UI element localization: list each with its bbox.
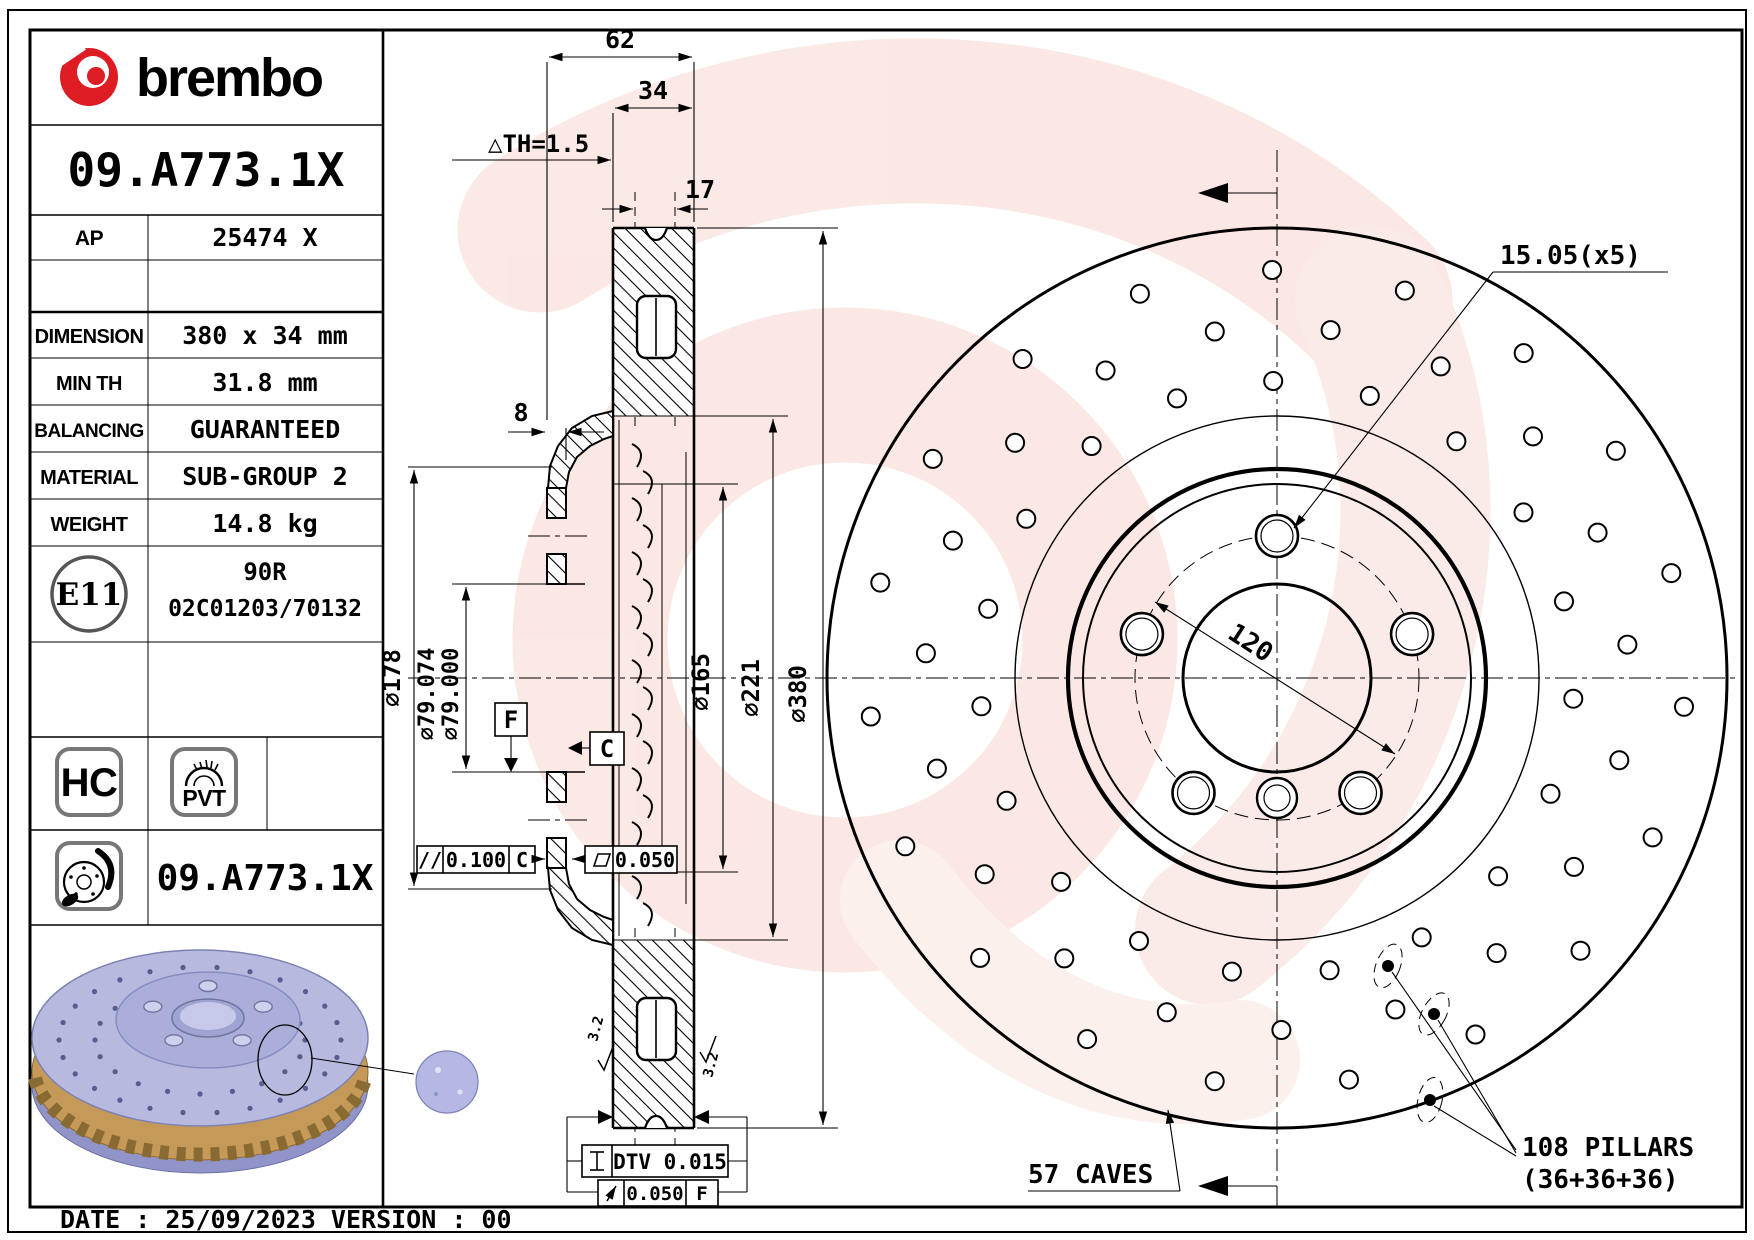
parallelism-datum: C xyxy=(516,848,528,872)
dtv-value: DTV 0.015 xyxy=(613,1150,727,1174)
dim-th-label: △TH=1.5 xyxy=(488,130,589,158)
drilled-holes xyxy=(860,260,1694,1092)
bolt-hole-dia-label: 15.05(x5) xyxy=(1500,241,1641,271)
pvt-badge-label: PVT xyxy=(182,785,226,811)
roughness-left-label: 3.2 xyxy=(585,1014,607,1043)
vane-edges xyxy=(631,443,653,927)
center-bore-inner-3d xyxy=(180,1002,236,1030)
pvt-badge: PVT xyxy=(170,747,238,817)
dtv-symbol-icon xyxy=(590,1151,604,1171)
dim-34-label: 34 xyxy=(638,76,668,105)
render-3d xyxy=(28,949,479,1174)
dia-dims: ∅178 ∅79.074 ∅79.000 ∅165 ∅221 ∅380 xyxy=(378,227,838,1129)
parallelism-frame: // 0.100 C xyxy=(416,845,545,874)
flatness-value: 0.050 xyxy=(615,848,675,872)
section-view: 62 34 △TH=1.5 17 8 ∅178 xyxy=(378,25,1738,1207)
row-dimension-label: DIMENSION xyxy=(35,326,144,348)
pillars-callout: 108 PILLARS (36+36+36) xyxy=(1373,943,1694,1195)
date-version-bar: DATE : 25/09/2023 VERSION : 00 xyxy=(60,1205,512,1234)
row-weight-value: 14.8 kg xyxy=(212,509,317,538)
homologation-line2: 02C01203/70132 xyxy=(168,596,362,622)
runout-datum: F xyxy=(696,1183,707,1205)
row-balancing-label: BALANCING xyxy=(34,421,144,442)
dia-178-label: ∅178 xyxy=(378,649,406,707)
outer-diameter-circle xyxy=(825,226,1729,1130)
row-dimension-value: 380 x 34 mm xyxy=(182,321,348,350)
braking-band-section xyxy=(611,226,696,1130)
datum-c: C xyxy=(568,731,625,766)
roughness-marks: 3.2 3.2 xyxy=(585,1014,722,1079)
datum-f: F xyxy=(494,702,528,772)
rotation-direction-arrow-top xyxy=(1198,183,1277,203)
dia-79-min-label: ∅79.000 xyxy=(439,648,464,741)
row-minth-value: 31.8 mm xyxy=(212,368,317,397)
brembo-logo: brembo xyxy=(52,41,324,108)
dtv-runout: DTV 0.015 0.050 F xyxy=(566,1110,748,1207)
row-ap-label: AP xyxy=(75,227,104,250)
front-view: 15.05(x5) 120 57 CAVES 108 PILLARS (36+3… xyxy=(825,150,1729,1206)
datum-c-label: C xyxy=(600,735,614,763)
bolt-circle xyxy=(1134,535,1420,821)
table-grid xyxy=(30,124,383,926)
vane-knobs xyxy=(28,1076,372,1162)
parallelism-symbol: // xyxy=(418,848,442,872)
rotation-direction-arrow-bottom xyxy=(1198,1176,1277,1196)
caves-label: 57 CAVES xyxy=(1028,1160,1153,1190)
caves-callout: 57 CAVES xyxy=(1028,1109,1181,1192)
hub-face-circle xyxy=(1082,483,1472,873)
dim-34: 34 xyxy=(612,76,692,222)
detail-leader xyxy=(310,1057,415,1075)
pvt-disc-icon xyxy=(184,759,224,787)
row-balancing-value: GUARANTEED xyxy=(190,415,341,444)
bolt-hole-dim: 15.05(x5) xyxy=(1293,241,1668,529)
row-material-value: SUB-GROUP 2 xyxy=(182,462,348,491)
row-material-label: MATERIAL xyxy=(40,467,138,489)
dim-17-label: 17 xyxy=(685,175,715,204)
dia-79-max-label: ∅79.074 xyxy=(415,648,440,741)
detail-circle xyxy=(257,1024,313,1096)
detail-ball xyxy=(415,1050,479,1114)
runout-symbol-icon xyxy=(605,1185,617,1202)
homologation-row: E11 90R 02C01203/70132 xyxy=(50,555,362,633)
hc-badge-label: HC xyxy=(61,761,118,805)
parallelism-value: 0.100 xyxy=(446,848,506,872)
spec-table: brembo 09.A773.1X AP 25474 X DIMENSION 3… xyxy=(30,30,385,1207)
part-number: 09.A773.1X xyxy=(68,143,345,197)
pillars-label-line1: 108 PILLARS xyxy=(1522,1133,1694,1163)
dim-8-label: 8 xyxy=(513,398,528,427)
dim-62-label: 62 xyxy=(605,25,635,54)
dim-min-th: △TH=1.5 xyxy=(452,130,611,165)
hc-badge: HC xyxy=(55,747,123,817)
disc-caliper-icon xyxy=(55,841,123,911)
datum-f-label: F xyxy=(504,706,518,734)
bolt-holes xyxy=(1119,513,1435,816)
hat-section xyxy=(546,409,614,947)
footer-part-number: 09.A773.1X xyxy=(157,858,374,899)
hat-flange-circle xyxy=(1065,466,1489,890)
homologation-line1: 90R xyxy=(243,558,287,586)
flatness-symbol-icon xyxy=(592,853,612,867)
roughness-right-label: 3.2 xyxy=(700,1050,722,1079)
brembo-logo-icon xyxy=(52,41,118,106)
row-weight-label: WEIGHT xyxy=(51,514,128,536)
locating-pin-hole xyxy=(1255,776,1299,820)
band-inner-circle xyxy=(1014,415,1540,941)
runout-value: 0.050 xyxy=(626,1183,683,1205)
pillars-label-line2: (36+36+36) xyxy=(1522,1165,1679,1195)
dim-8: 8 xyxy=(508,398,604,460)
dia-380-label: ∅380 xyxy=(784,665,812,723)
dia-221-label: ∅221 xyxy=(737,659,765,717)
flatness-frame: 0.050 xyxy=(572,845,678,874)
ece-mark: E11 xyxy=(56,577,123,613)
dim-17: 17 xyxy=(602,175,715,214)
row-minth-label: MIN TH xyxy=(56,373,122,395)
ece-approval-circle-icon xyxy=(50,555,128,633)
hub-bolt-holes-3d xyxy=(143,979,273,1047)
row-ap-value: 25474 X xyxy=(212,223,317,252)
dim-62: 62 xyxy=(546,25,695,420)
brand-wordmark: brembo xyxy=(136,48,322,108)
dia-165-label: ∅165 xyxy=(687,653,715,711)
